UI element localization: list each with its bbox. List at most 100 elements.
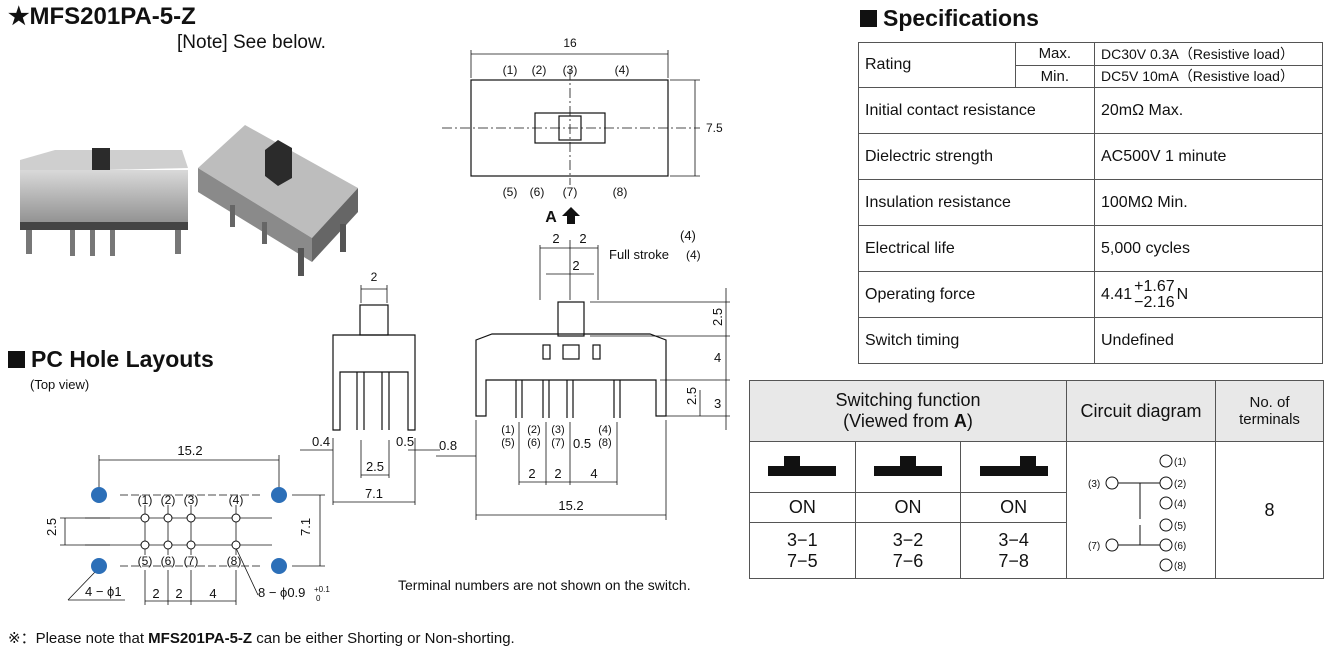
- pc-pitch-dim: 2.5: [44, 518, 59, 536]
- svg-text:(6): (6): [1174, 541, 1186, 552]
- spec-value: DC30V 0.3A（Resistive load）: [1094, 42, 1323, 66]
- position-2-state: ON: [854, 492, 962, 523]
- top-view-drawing: [442, 50, 700, 185]
- spec-label: Operating force: [858, 271, 1095, 318]
- front-knob-space-1: 2: [552, 231, 559, 246]
- switching-table: Switching function (Viewed from A) Circu…: [749, 380, 1324, 579]
- svg-text:(1): (1): [1174, 457, 1186, 468]
- side-dim-71: 7.1: [365, 486, 383, 501]
- front-bottom-dim-1: 2: [528, 466, 535, 481]
- pc-hole-pin-tol2: 0: [316, 594, 321, 603]
- force-tol-plus: +1.67: [1134, 277, 1175, 295]
- pc-hole-heading: PC Hole Layouts: [8, 346, 214, 373]
- spec-row-operating-force: Operating force 4.41 +1.67 −2.16 N: [858, 271, 1323, 318]
- svg-text:(4): (4): [1174, 499, 1186, 510]
- svg-text:(7): (7): [1088, 541, 1100, 552]
- pc-pin-6: (6): [161, 554, 176, 568]
- circuit-diagram-graphic: (1) (2) (4) (5) (6) (8) (3) (7): [1088, 454, 1186, 572]
- force-tol-minus: −2.16: [1134, 293, 1175, 311]
- top-width-dim: 16: [563, 36, 577, 50]
- spec-label: Switch timing: [858, 317, 1095, 364]
- side-view-drawing: [300, 285, 440, 505]
- front-dim-25-top: 2.5: [710, 308, 725, 326]
- top-pin-2: (2): [532, 63, 547, 77]
- spec-row: Initial contact resistance 20mΩ Max.: [858, 87, 1323, 134]
- spec-row-rating-min: Min. DC5V 10mA（Resistive load）: [859, 64, 1323, 88]
- side-dim-25: 2.5: [366, 459, 384, 474]
- switching-function-title: Switching function: [835, 390, 981, 410]
- svg-text:(2): (2): [1174, 479, 1186, 490]
- position-1-state: ON: [749, 492, 856, 523]
- top-pin-8: (8): [613, 185, 628, 199]
- pc-hole-pin-tol: +0.1: [314, 585, 330, 594]
- top-pin-6: (6): [530, 185, 545, 199]
- front-dim-3: 3: [714, 396, 721, 411]
- front-pin-3: (3): [551, 424, 564, 436]
- side-dim-05: 0.5: [396, 434, 414, 449]
- front-pin-8: (8): [598, 437, 611, 449]
- spec-label: Initial contact resistance: [858, 87, 1095, 134]
- front-dim-25-bottom: 2.5: [684, 387, 699, 405]
- spec-label: Rating: [858, 42, 1016, 88]
- top-pin-1: (1): [503, 63, 518, 77]
- top-pin-4: (4): [615, 63, 630, 77]
- spec-value: Undefined: [1094, 317, 1323, 364]
- spec-row: Switch timing Undefined: [858, 317, 1323, 364]
- switching-function-header: Switching function (Viewed from A): [749, 380, 1067, 442]
- pc-spacing-3: 4: [209, 586, 216, 601]
- front-pin-4: (4): [598, 424, 611, 436]
- position-1-icon: [749, 441, 856, 493]
- pc-height-dim: 7.1: [298, 518, 313, 536]
- front-stroke-tag-2: (4): [686, 248, 701, 262]
- spec-sublabel: Max.: [1014, 42, 1096, 66]
- position-3-icon: [960, 441, 1067, 493]
- front-stroke-tag: (4): [680, 228, 696, 243]
- front-bottom-dim-2: 2: [554, 466, 561, 481]
- spec-row-rating: Rating Max. DC30V 0.3A（Resistive load）: [858, 42, 1323, 88]
- view-a-arrow-icon: [562, 207, 580, 224]
- force-base: 4.41: [1101, 285, 1133, 303]
- spec-label: Dielectric strength: [858, 133, 1095, 180]
- front-view-drawing: [436, 240, 730, 520]
- front-pin-6: (6): [527, 437, 540, 449]
- product-note: [Note] See below.: [177, 32, 326, 53]
- pc-hole-subtitle: (Top view): [30, 377, 90, 392]
- front-pin-1: (1): [501, 424, 514, 436]
- front-bottom-dim-3: 4: [590, 466, 597, 481]
- pc-hole-pin-dim: 8 − ϕ0.9: [258, 585, 305, 600]
- front-pin-2: (2): [527, 424, 540, 436]
- circuit-diagram: (1) (2) (4) (5) (6) (8) (3) (7): [1066, 441, 1216, 579]
- spec-value: DC5V 10mA（Resistive load）: [1094, 64, 1323, 88]
- terminal-caption: Terminal numbers are not shown on the sw…: [398, 577, 691, 593]
- switch-photo-left: [20, 148, 188, 256]
- front-total-width: 15.2: [558, 498, 583, 513]
- spec-sublabel: Min.: [1014, 64, 1096, 88]
- spec-row: Insulation resistance 100MΩ Min.: [858, 179, 1323, 226]
- front-knob-space-2: 2: [579, 231, 586, 246]
- front-dim-08: 0.8: [439, 438, 457, 453]
- side-knob-dim: 2: [371, 270, 378, 284]
- spec-row: Electrical life 5,000 cycles: [858, 225, 1323, 272]
- pc-hole-drawing: [60, 455, 325, 605]
- top-pin-5: (5): [503, 185, 518, 199]
- specifications-heading: Specifications: [860, 5, 1039, 32]
- front-knob-width: 2: [572, 258, 579, 273]
- pc-spacing-1: 2: [152, 586, 159, 601]
- pc-pin-7: (7): [184, 554, 199, 568]
- pc-pin-3: (3): [184, 493, 199, 507]
- terminals-header: No. of terminals: [1215, 380, 1324, 442]
- spec-value: AC500V 1 minute: [1094, 133, 1323, 180]
- spec-label: Electrical life: [858, 225, 1095, 272]
- footnote: ※：Please note that MFS201PA-5-Z can be e…: [8, 630, 515, 647]
- pc-pin-4: (4): [229, 493, 244, 507]
- svg-text:(5): (5): [1174, 521, 1186, 532]
- spec-value: 100MΩ Min.: [1094, 179, 1323, 226]
- pc-spacing-2: 2: [175, 586, 182, 601]
- pc-hole-small-dim: 4 − ϕ1: [85, 584, 122, 599]
- specifications-table: Rating Max. DC30V 0.3A（Resistive load） M…: [858, 42, 1323, 364]
- top-height-dim: 7.5: [706, 121, 723, 135]
- specifications-title: Specifications: [883, 5, 1039, 31]
